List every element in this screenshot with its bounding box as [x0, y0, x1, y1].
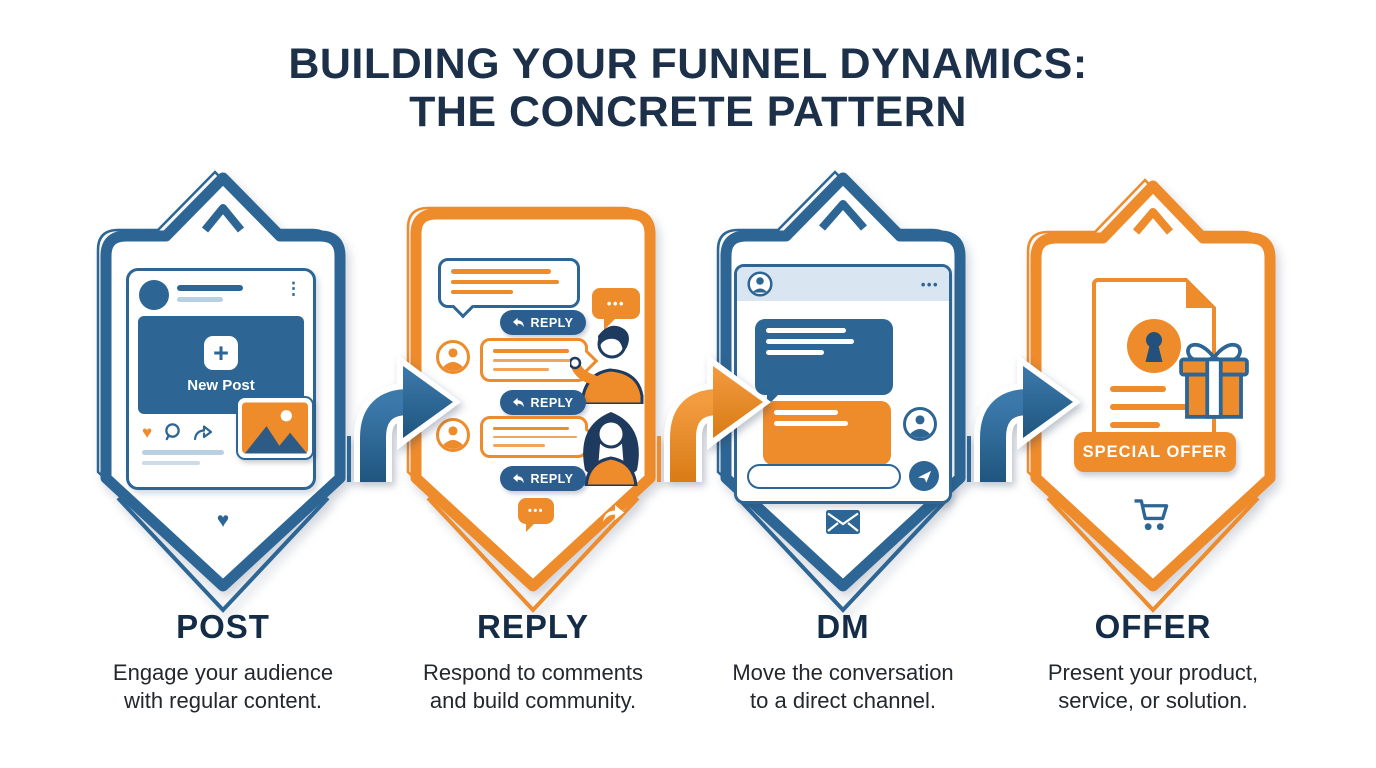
avatar	[139, 280, 169, 310]
label-post: POST Engage your audience with regular c…	[68, 608, 378, 715]
share-icon[interactable]	[193, 424, 215, 441]
post-action-row: ♥	[129, 414, 313, 441]
reply-button-label: REPLY	[530, 315, 574, 330]
caption-line	[142, 460, 200, 465]
text-line	[1110, 386, 1166, 392]
dm-header-bar: •••	[737, 267, 949, 301]
page-title: BUILDING YOUR FUNNEL DYNAMICS: THE CONCR…	[0, 40, 1376, 136]
label-dm: DM Move the conversation to a direct cha…	[688, 608, 998, 715]
paper-plane-icon	[917, 470, 931, 483]
stage-description: Present your product, service, or soluti…	[1047, 660, 1259, 714]
typing-dots-bubble: •••	[592, 288, 640, 330]
dm-chat-window: •••	[734, 264, 952, 504]
man-figure	[570, 325, 644, 404]
post-card-header: ⋮	[129, 271, 313, 316]
special-offer-button[interactable]: SPECIAL OFFER	[1074, 432, 1236, 472]
ellipsis-menu-icon[interactable]: •••	[920, 276, 939, 292]
like-heart-icon[interactable]: ♥	[142, 422, 153, 442]
new-post-label: New Post	[187, 377, 255, 394]
reply-button-label: REPLY	[530, 471, 574, 486]
chat-dots-icon[interactable]: •••	[518, 498, 554, 532]
stage-name: DM	[816, 608, 870, 645]
special-offer-label: SPECIAL OFFER	[1082, 442, 1228, 461]
gift-box-icon	[1179, 342, 1249, 419]
stage-name: OFFER	[1094, 608, 1212, 645]
flow-arrow-reply-to-dm	[657, 354, 771, 482]
reply-arrow-icon	[513, 397, 525, 408]
stage-name: POST	[176, 608, 270, 645]
image-thumbnail	[236, 396, 314, 460]
stage-description: Respond to comments and build community.	[422, 660, 644, 714]
comment-bubble	[480, 416, 599, 458]
heart-icon: ♥	[216, 509, 230, 532]
stage-description: Move the conversation to a direct channe…	[732, 660, 954, 714]
message-input[interactable]	[747, 463, 901, 489]
panel-offer: SPECIAL OFFER	[998, 168, 1308, 620]
commenter-avatar	[436, 418, 470, 452]
title-line-1: BUILDING YOUR FUNNEL DYNAMICS:	[288, 40, 1088, 88]
text-line	[1110, 404, 1198, 410]
panel-dm: •••	[688, 168, 998, 620]
lock-keyhole-icon	[1127, 319, 1181, 373]
reply-arrow-icon	[513, 473, 525, 484]
label-reply: REPLY Respond to comments and build comm…	[378, 608, 688, 715]
comment-bubble	[438, 258, 580, 319]
shopping-cart-icon	[998, 498, 1308, 533]
kebab-menu-icon[interactable]: ⋮	[285, 279, 303, 298]
text-line	[1110, 422, 1160, 428]
reply-arrow-icon	[513, 317, 525, 328]
caption-line	[142, 450, 224, 455]
contact-avatar	[903, 407, 937, 441]
dots-icon: •••	[606, 296, 626, 311]
envelope-icon	[688, 510, 998, 534]
reply-button[interactable]: REPLY	[500, 466, 586, 491]
message-input-row	[747, 461, 939, 491]
profile-avatar-icon	[747, 271, 773, 297]
reply-button-label: REPLY	[530, 395, 574, 410]
flow-arrow-post-to-reply	[347, 354, 461, 482]
stage-name: REPLY	[477, 608, 589, 645]
thumbs-up-icon[interactable]	[412, 504, 438, 528]
funnel-panels-row: ⋮ + New Post ♥	[68, 168, 1308, 620]
title-line-2: THE CONCRETE PATTERN	[409, 88, 967, 137]
plus-icon: +	[204, 336, 238, 370]
reply-button[interactable]: REPLY	[500, 390, 586, 415]
flow-arrow-dm-to-offer	[967, 354, 1081, 482]
mountains-image-icon	[242, 402, 308, 454]
stage-description: Engage your audience with regular conten…	[112, 660, 334, 714]
stage-labels-row: POST Engage your audience with regular c…	[68, 608, 1308, 715]
share-arrow-icon[interactable]	[600, 502, 626, 524]
label-offer: OFFER Present your product, service, or …	[998, 608, 1308, 715]
post-header-lines	[177, 280, 243, 302]
sent-message-bubble	[763, 401, 891, 476]
woman-figure	[583, 412, 639, 486]
comment-icon[interactable]	[163, 423, 182, 441]
folded-corner	[1186, 278, 1216, 308]
send-button[interactable]	[909, 461, 939, 491]
commenter-avatar	[436, 340, 470, 374]
dots-icon: •••	[527, 504, 545, 517]
received-message-bubble	[755, 319, 893, 406]
panel-post: ⋮ + New Post ♥	[68, 168, 378, 620]
reply-button[interactable]: REPLY	[500, 310, 586, 335]
panel-reply: ••• REPLY	[378, 168, 688, 620]
